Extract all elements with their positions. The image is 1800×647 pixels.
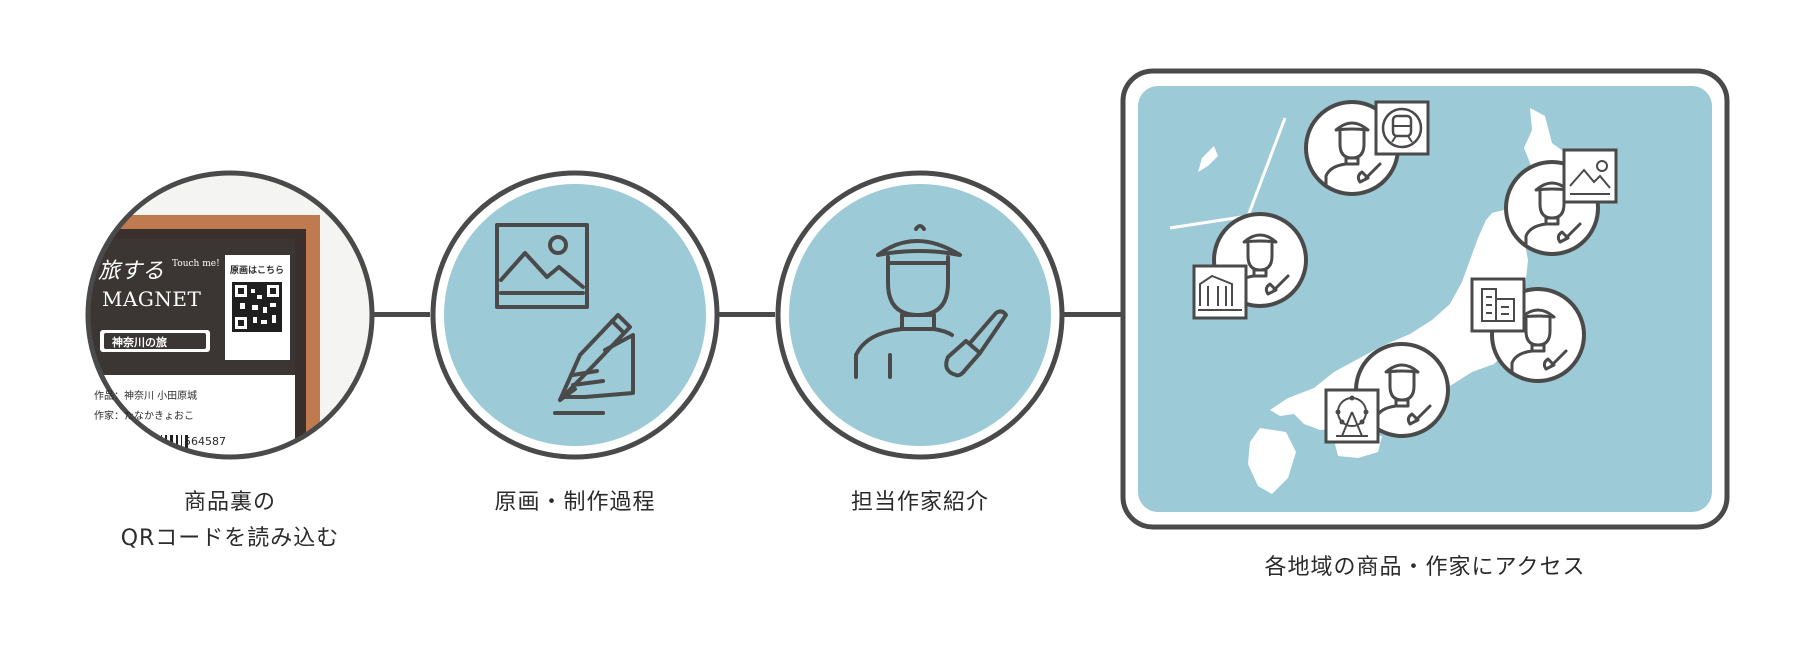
step-1-label: 商品裏の QRコードを読み込む bbox=[80, 485, 380, 557]
step-2-label: 原画・制作過程 bbox=[425, 485, 725, 521]
train-icon bbox=[1374, 100, 1430, 156]
region-banner-text: 神奈川の旅 bbox=[112, 336, 167, 349]
barcode-digits-text: 564587 bbox=[184, 435, 226, 448]
building-icon bbox=[1192, 264, 1248, 320]
step-qr-circle: 旅する Touch me! MAGNET 神奈川の旅 原画はこちら 作品：神奈川… bbox=[80, 165, 380, 465]
connector-line-2 bbox=[715, 312, 775, 317]
artist-icon bbox=[854, 224, 1008, 379]
qr-heading-text: 原画はこちら bbox=[230, 266, 285, 276]
image-icon bbox=[495, 223, 589, 309]
connector-line-3 bbox=[1060, 312, 1125, 317]
region-badge-chubu bbox=[1192, 212, 1308, 320]
pen-hand-icon bbox=[553, 313, 635, 415]
step-4-label: 各地域の商品・作家にアクセス bbox=[1120, 550, 1730, 586]
item-line-text: 作品：神奈川 小田原城 bbox=[94, 391, 198, 402]
office-icon bbox=[1470, 277, 1526, 333]
region-badge-kansai bbox=[1324, 342, 1450, 444]
step-artist-circle bbox=[770, 165, 1070, 465]
region-badge-kanto-north bbox=[1504, 148, 1618, 256]
step-artwork-circle bbox=[425, 165, 725, 465]
brand-en-text: MAGNET bbox=[102, 287, 202, 311]
landscape-icon bbox=[1562, 148, 1618, 204]
map-panel bbox=[1120, 68, 1730, 530]
island-shape bbox=[1198, 146, 1218, 172]
step-1-label-line2: QRコードを読み込む bbox=[120, 526, 340, 551]
touch-me-text: Touch me! bbox=[172, 259, 220, 269]
step-1-label-line1: 商品裏の bbox=[183, 490, 276, 515]
connector-line-1 bbox=[370, 312, 430, 317]
step-2-label-line1: 原画・制作過程 bbox=[494, 490, 656, 515]
artist-line-text: 作家：たなかきょおこ bbox=[94, 411, 194, 422]
ferris-wheel-icon bbox=[1324, 388, 1380, 444]
region-badge-kanto bbox=[1470, 277, 1586, 383]
region-badge-tohoku bbox=[1304, 100, 1430, 196]
step-4-label-line1: 各地域の商品・作家にアクセス bbox=[1264, 555, 1586, 580]
step-3-label: 担当作家紹介 bbox=[770, 485, 1070, 521]
brand-script-text: 旅する bbox=[98, 259, 165, 284]
step-3-label-line1: 担当作家紹介 bbox=[850, 490, 989, 515]
